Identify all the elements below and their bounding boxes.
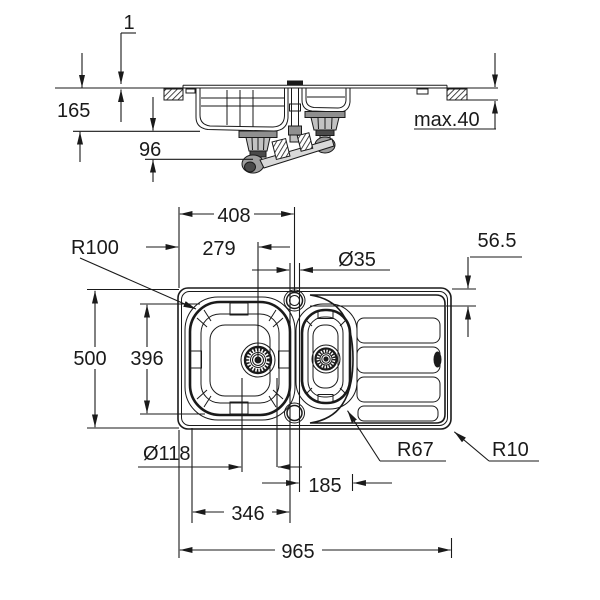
- dim-drain-offset: 279: [146, 238, 290, 260]
- dim-main-bowl-depth-label: 396: [130, 348, 163, 370]
- dim-drain-clearance-label: 96: [139, 139, 161, 161]
- dim-main-bowl-radius-label: R100: [71, 237, 119, 259]
- dim-worktop-thickness-label: max.40: [414, 109, 480, 131]
- dim-small-bowl-radius-label: R67: [397, 439, 434, 461]
- plan-view: 408 279 Ø35 56.5 R100 500: [71, 205, 539, 563]
- drainboard-slot: [433, 351, 442, 368]
- small-bowl-drain: [311, 344, 341, 374]
- dim-overall-length-label: 965: [281, 541, 314, 563]
- dim-small-bowl-radius: R67: [347, 410, 446, 462]
- dim-tap-offset-label: 408: [217, 205, 250, 227]
- sink-inner-edge: [181, 291, 448, 426]
- dim-main-bowl-width: 346: [192, 503, 290, 525]
- dim-deck-width: 56.5: [464, 230, 522, 337]
- dim-rim-height-label: 1: [123, 12, 134, 34]
- dim-drain-offset-label: 279: [202, 238, 235, 260]
- dim-worktop-thickness: max.40: [414, 53, 499, 131]
- second-tap-hole: [284, 402, 305, 424]
- dim-drain-clearance: 96: [139, 97, 253, 182]
- dim-rim-height: 1: [117, 12, 136, 122]
- dim-small-bowl-width: 185: [262, 475, 392, 497]
- dim-overall-length: 965: [179, 541, 451, 563]
- dim-deck-width-label: 56.5: [478, 230, 517, 252]
- small-bowl: [300, 308, 352, 405]
- worktop-section-right: [446, 88, 468, 101]
- sink-outline: [177, 287, 452, 430]
- dim-corner-radius: R10: [453, 431, 539, 462]
- main-bowl-deck-contour: [184, 296, 296, 421]
- dim-drain-diameter-label: Ø118: [143, 443, 190, 465]
- side-view: 1 165 96 max.40: [55, 12, 499, 182]
- extension-lines: [87, 207, 476, 558]
- main-bowl-section: [195, 88, 289, 132]
- dim-total-depth: 165: [57, 53, 200, 162]
- dim-total-depth-label: 165: [57, 100, 90, 122]
- dim-overall-width-label: 500: [73, 348, 106, 370]
- overflow-channel: [288, 88, 302, 143]
- dim-tap-hole-diameter-label: Ø35: [338, 249, 376, 271]
- dim-corner-radius-label: R10: [492, 439, 529, 461]
- dim-main-bowl-radius: R100: [71, 237, 197, 310]
- fastening-clip-left: [185, 88, 196, 94]
- dim-tap-offset: 408: [179, 205, 294, 227]
- main-bowl: [188, 300, 292, 417]
- dim-tap-hole-diameter: Ø35: [252, 249, 390, 274]
- dim-overall-width: 500: [73, 290, 107, 428]
- dim-drain-diameter: Ø118: [138, 443, 302, 471]
- dim-main-bowl-width-label: 346: [231, 503, 264, 525]
- tap-hole: [283, 289, 306, 312]
- dim-main-bowl-depth: 396: [130, 304, 164, 414]
- dim-small-bowl-width-label: 185: [308, 475, 341, 497]
- tap-hole-boss: [287, 80, 303, 86]
- waste-pipe: [259, 132, 335, 169]
- main-drain-assembly: [238, 130, 278, 174]
- small-bowl-section: [301, 88, 351, 113]
- fastening-clip-right: [416, 88, 429, 95]
- worktop-section-left: [163, 88, 184, 101]
